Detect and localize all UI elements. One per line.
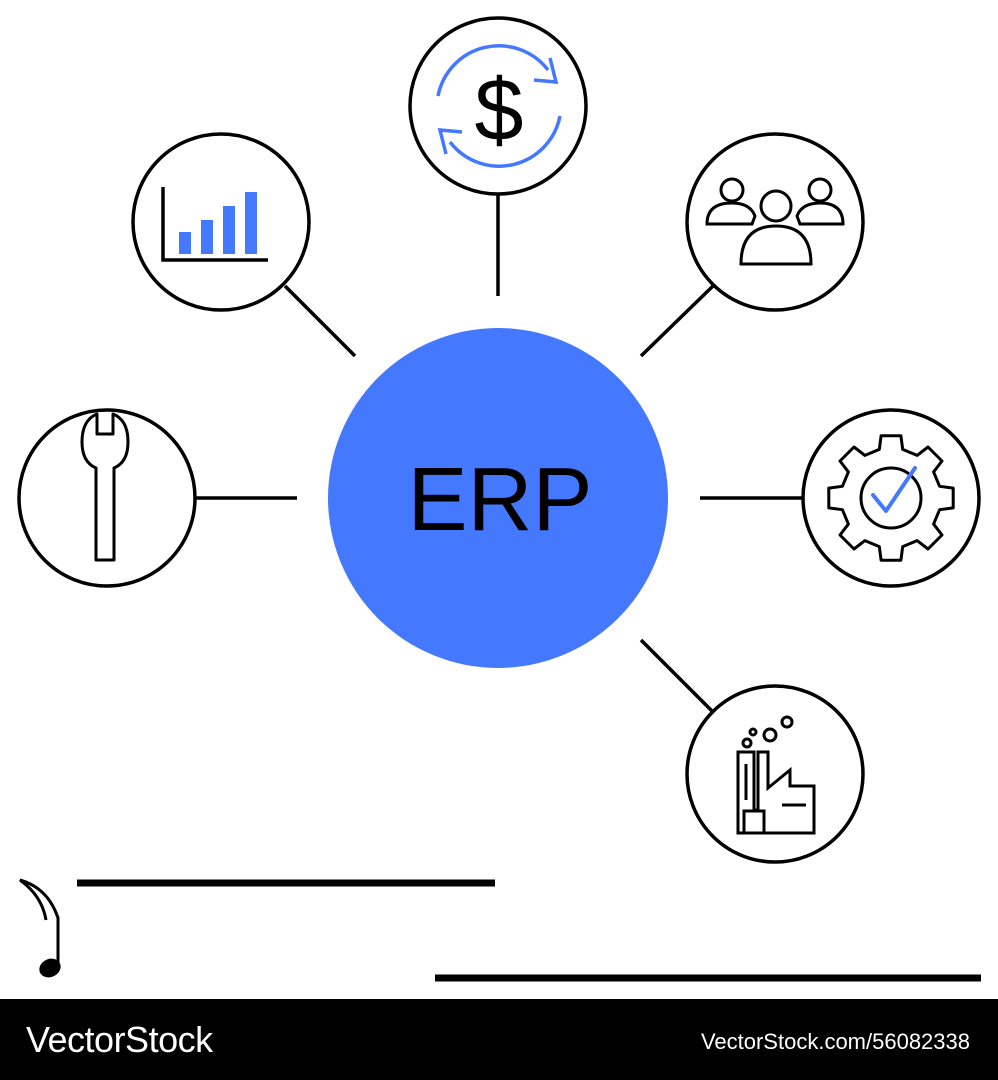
node-team [685, 132, 865, 312]
wrench-icon [80, 412, 130, 562]
decoration-lines [77, 879, 981, 982]
erp-label: ERP [407, 450, 592, 550]
erp-hub-circle [328, 328, 668, 668]
node-chart [131, 132, 311, 312]
node-factory-circle [685, 684, 865, 864]
erp-diagram: ERP $ [17, 16, 981, 982]
connector-team [639, 284, 715, 358]
finance-cycle-icon: $ [436, 44, 562, 168]
music-note-icon [19, 878, 61, 978]
bar-chart-icon [161, 187, 268, 262]
team-icon [705, 177, 845, 266]
node-wrench-circle [17, 408, 197, 588]
connector-chart [283, 284, 357, 358]
node-gear [801, 408, 981, 588]
node-factory [685, 684, 865, 864]
footer-image-id: VectorStock.com/56082338 [700, 1029, 970, 1054]
node-finance: $ [408, 16, 588, 196]
erp-hub: ERP [328, 328, 668, 668]
footer-brand: VectorStock [26, 1019, 213, 1060]
svg-text:$: $ [475, 60, 524, 159]
gear-check-icon [827, 434, 955, 562]
node-chart-circle [131, 132, 311, 312]
factory-icon [736, 715, 816, 835]
node-wrench [17, 408, 197, 588]
connector-lines [196, 195, 803, 714]
connector-factory [639, 638, 715, 714]
footer-bar: VectorStock VectorStock.com/56082338 [0, 999, 998, 1080]
